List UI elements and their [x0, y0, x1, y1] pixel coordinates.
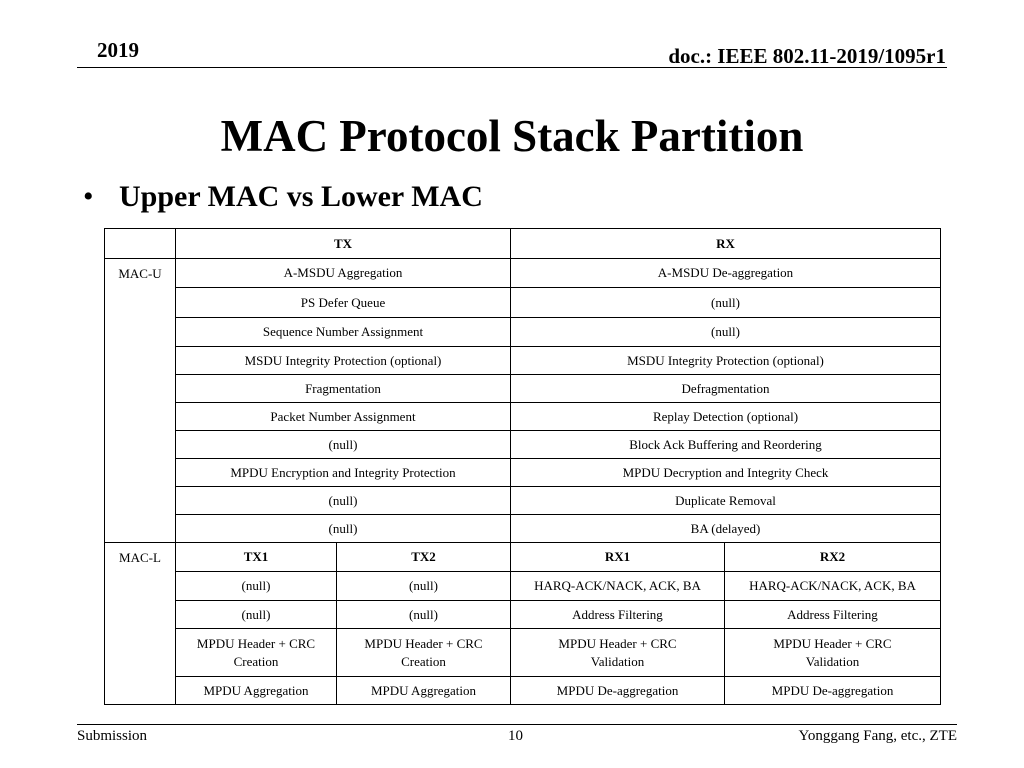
- cell-line: MPDU Header + CRC: [773, 635, 892, 651]
- table-row: (null) Block Ack Buffering and Reorderin…: [105, 430, 941, 459]
- slide-title: MAC Protocol Stack Partition: [220, 111, 804, 161]
- cell-line: Validation: [590, 653, 645, 669]
- tx2-header: TX2: [336, 542, 511, 572]
- tx-cell: (null): [175, 514, 511, 543]
- bullet-item: • Upper MAC vs Lower MAC: [83, 179, 483, 215]
- mac-u-label: MAC-U: [104, 258, 176, 543]
- rx2-cell: Address Filtering: [724, 600, 941, 629]
- rx2-cell: MPDU Header + CRC Validation: [724, 628, 941, 677]
- table-row: (null) (null) Address Filtering Address …: [105, 600, 941, 629]
- rx2-cell: HARQ-ACK/NACK, ACK, BA: [724, 571, 941, 601]
- table-row: PS Defer Queue (null): [105, 287, 941, 318]
- rx1-cell: MPDU De-aggregation: [510, 676, 725, 705]
- table-row: MPDU Aggregation MPDU Aggregation MPDU D…: [105, 676, 941, 705]
- table-row: (null) (null) HARQ-ACK/NACK, ACK, BA HAR…: [105, 571, 941, 601]
- table-corner-cell: [104, 228, 176, 259]
- rx-cell: MPDU Decryption and Integrity Check: [510, 458, 941, 487]
- cell-line: Creation: [401, 653, 446, 669]
- rx-cell: A-MSDU De-aggregation: [510, 258, 941, 288]
- table-row: (null) Duplicate Removal: [105, 486, 941, 515]
- mac-stack-table: TX RX MAC-U A-MSDU Aggregation A-MSDU De…: [104, 228, 941, 705]
- tx2-cell: (null): [336, 571, 511, 601]
- header-doc-id: doc.: IEEE 802.11-2019/1095r1: [668, 44, 946, 68]
- rx-cell: Defragmentation: [510, 374, 941, 403]
- footer-author: Yonggang Fang, etc., ZTE: [798, 728, 957, 744]
- bullet-symbol: •: [83, 180, 94, 213]
- rx1-header: RX1: [510, 542, 725, 572]
- mac-l-label: MAC-L: [104, 542, 176, 705]
- table-row: Packet Number Assignment Replay Detectio…: [105, 402, 941, 431]
- rx-header: RX: [510, 228, 941, 259]
- rx-cell: MSDU Integrity Protection (optional): [510, 346, 941, 375]
- cell-line: MPDU Header + CRC: [364, 635, 483, 651]
- table-row: MSDU Integrity Protection (optional) MSD…: [105, 346, 941, 375]
- cell-line: MPDU Header + CRC: [558, 635, 677, 651]
- rx1-cell: HARQ-ACK/NACK, ACK, BA: [510, 571, 725, 601]
- page-number: 10: [508, 728, 523, 744]
- tx-cell: (null): [175, 486, 511, 515]
- tx-cell: (null): [175, 430, 511, 459]
- tx2-cell: (null): [336, 600, 511, 629]
- table-header-row: TX RX: [104, 228, 941, 259]
- footer-divider: [77, 724, 957, 725]
- rx-cell: Duplicate Removal: [510, 486, 941, 515]
- tx-header: TX: [175, 228, 511, 259]
- tx-cell: Fragmentation: [175, 374, 511, 403]
- tx1-cell: MPDU Header + CRC Creation: [175, 628, 337, 677]
- cell-line: Validation: [805, 653, 860, 669]
- rx-cell: (null): [510, 287, 941, 318]
- tx1-cell: (null): [175, 600, 337, 629]
- tx-cell: Packet Number Assignment: [175, 402, 511, 431]
- cell-line: Creation: [233, 653, 279, 669]
- tx-cell: MSDU Integrity Protection (optional): [175, 346, 511, 375]
- tx-cell: Sequence Number Assignment: [175, 317, 511, 347]
- tx-cell: PS Defer Queue: [175, 287, 511, 318]
- rx1-cell: Address Filtering: [510, 600, 725, 629]
- tx1-cell: MPDU Aggregation: [175, 676, 337, 705]
- rx-cell: BA (delayed): [510, 514, 941, 543]
- mac-l-header-row: MAC-L TX1 TX2 RX1 RX2: [104, 542, 941, 705]
- tx1-header: TX1: [175, 542, 337, 572]
- tx2-cell: MPDU Aggregation: [336, 676, 511, 705]
- bullet-text: Upper MAC vs Lower MAC: [119, 180, 483, 213]
- rx1-cell: MPDU Header + CRC Validation: [510, 628, 725, 677]
- header-divider: [77, 67, 947, 68]
- footer-submission: Submission: [77, 728, 148, 744]
- rx-cell: Replay Detection (optional): [510, 402, 941, 431]
- tx1-cell: (null): [175, 571, 337, 601]
- header-year: 2019: [97, 38, 139, 62]
- table-row: (null) BA (delayed): [105, 514, 941, 543]
- table-row: MAC-U A-MSDU Aggregation A-MSDU De-aggre…: [104, 258, 941, 543]
- tx-cell: A-MSDU Aggregation: [175, 258, 511, 288]
- cell-line: MPDU Header + CRC: [196, 635, 316, 651]
- rx-cell: Block Ack Buffering and Reordering: [510, 430, 941, 459]
- rx2-cell: MPDU De-aggregation: [724, 676, 941, 705]
- tx-cell: MPDU Encryption and Integrity Protection: [175, 458, 511, 487]
- table-row: MPDU Header + CRC Creation MPDU Header + …: [105, 628, 941, 677]
- tx2-cell: MPDU Header + CRC Creation: [336, 628, 511, 677]
- rx-cell: (null): [510, 317, 941, 347]
- table-row: Fragmentation Defragmentation: [105, 374, 941, 403]
- rx2-header: RX2: [724, 542, 941, 572]
- table-row: MPDU Encryption and Integrity Protection…: [105, 458, 941, 487]
- table-row: Sequence Number Assignment (null): [105, 317, 941, 347]
